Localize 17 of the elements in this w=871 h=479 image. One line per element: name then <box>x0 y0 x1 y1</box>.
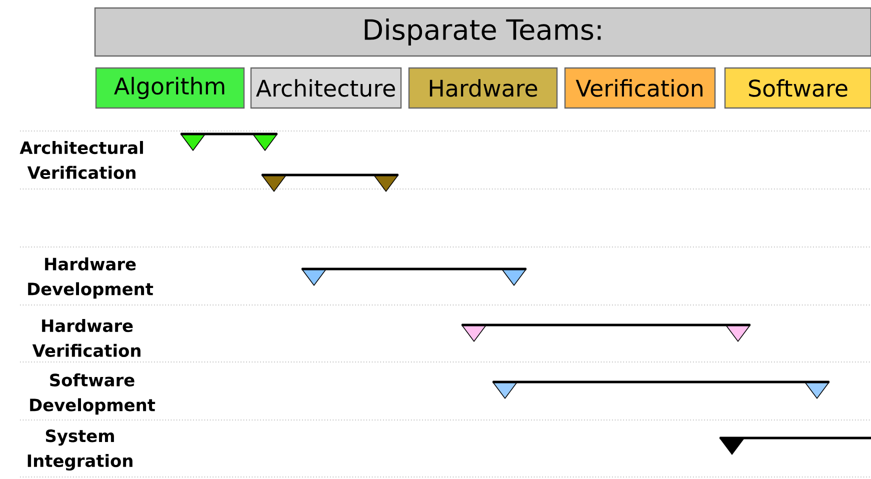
team-box: Hardware <box>408 67 558 109</box>
timeline-bar <box>720 436 871 440</box>
row-label: System Integration <box>28 429 132 471</box>
team-box: Algorithm <box>95 67 245 109</box>
row-label: Architectural Verification <box>20 140 143 179</box>
team-box: Verification <box>564 67 716 109</box>
row-label: Software Development <box>30 373 156 415</box>
timeline-bar <box>180 132 278 136</box>
team-box: Software <box>724 67 871 109</box>
timeline-bar <box>492 380 830 384</box>
timeline-bar <box>462 324 750 326</box>
title-band: Disparate Teams: <box>94 7 871 57</box>
timeline-bar <box>262 174 398 176</box>
timeline-bar <box>302 268 526 270</box>
row-label: Hardware Development <box>28 257 154 299</box>
row-label: Hardware Verification <box>32 318 140 357</box>
team-box: Architecture <box>250 67 402 109</box>
